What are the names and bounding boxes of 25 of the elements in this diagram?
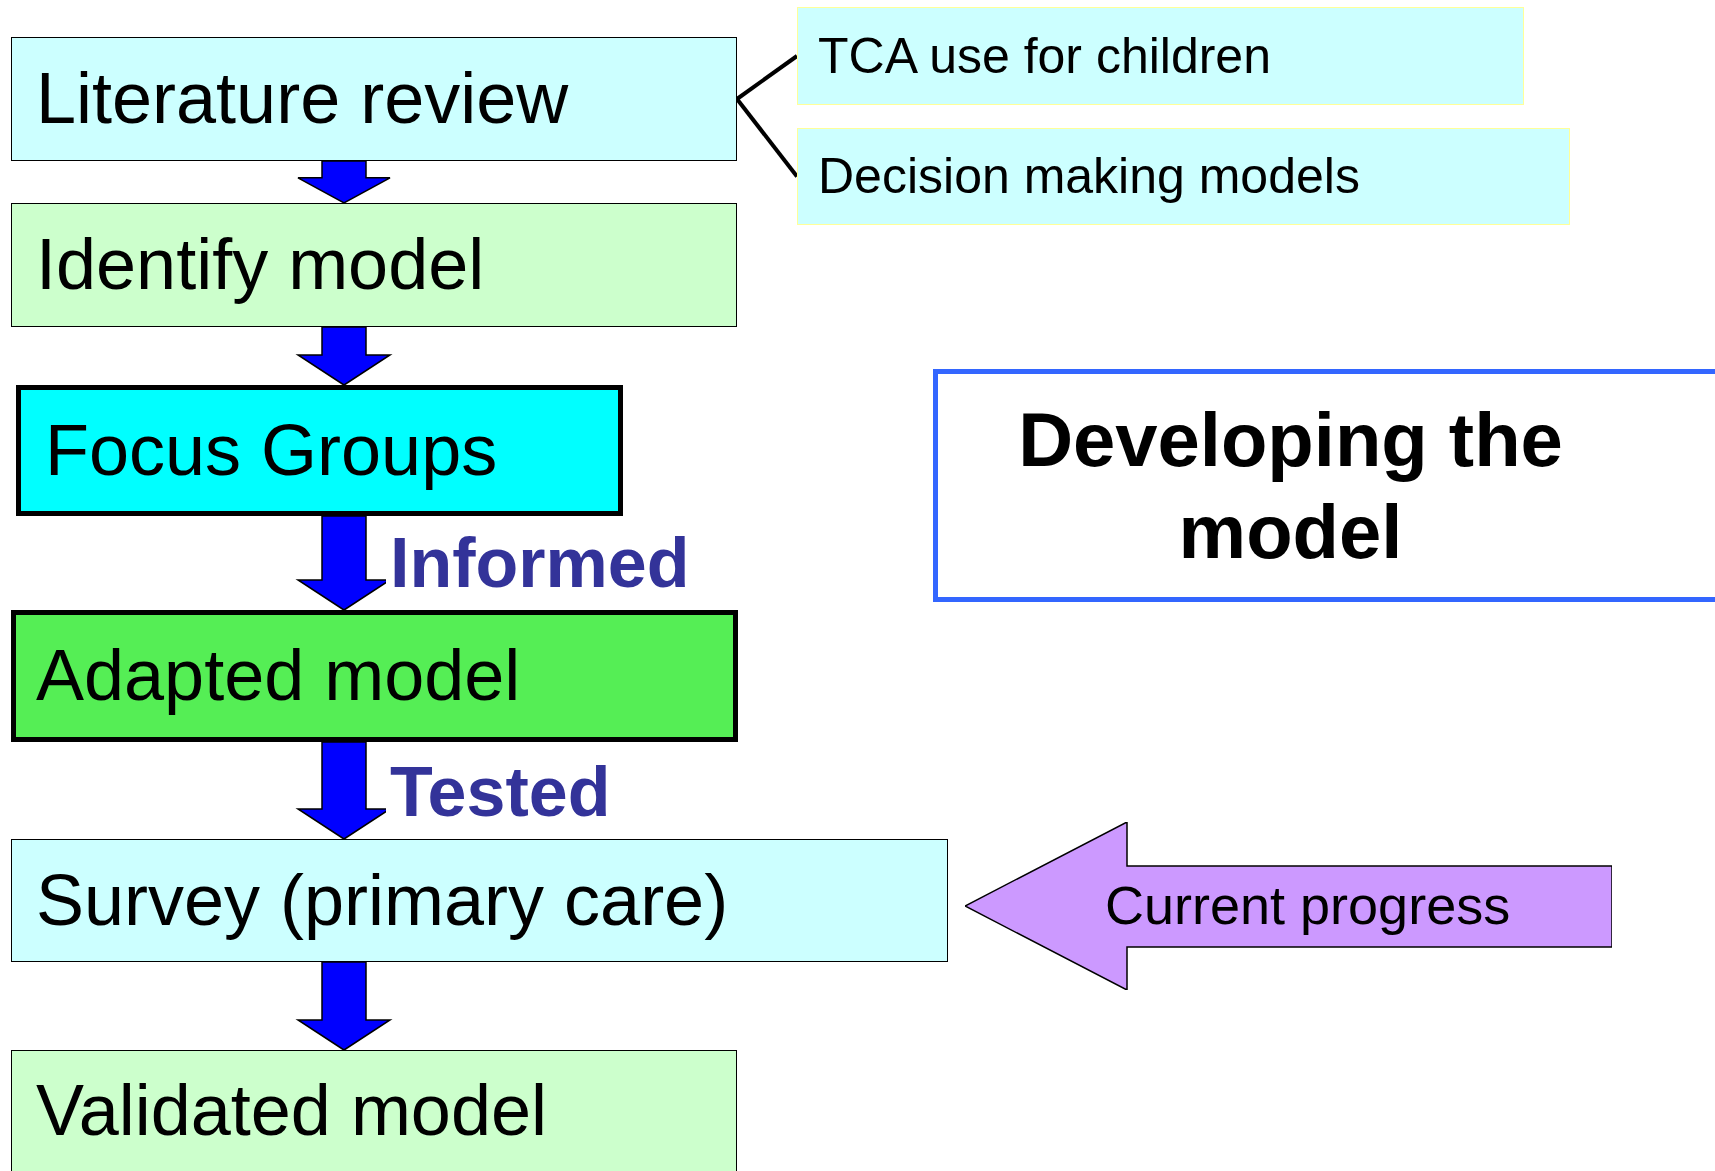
process-box [16, 385, 623, 516]
node-text: Developing the model [1017, 396, 1564, 576]
process-box [11, 1050, 737, 1171]
node-text: Current progress [1104, 876, 1512, 936]
node-text: Survey (primary care) [35, 860, 730, 941]
node-text: Decision making models [817, 149, 1361, 204]
process-box [11, 203, 737, 327]
process-box [11, 610, 738, 742]
block-arrow [295, 326, 393, 386]
node-text: Adapted model [35, 636, 522, 716]
block-arrow [965, 822, 1612, 990]
topic-box [797, 128, 1570, 225]
node-text: Literature review [35, 59, 570, 139]
block-arrow [295, 961, 393, 1051]
bracket-line [735, 54, 799, 101]
process-box [11, 37, 737, 161]
block-arrow [297, 160, 391, 204]
node-text: Validated model [35, 1071, 548, 1151]
node-text: Identify model [35, 225, 486, 305]
bracket-line [735, 97, 799, 178]
title-box [933, 369, 1715, 602]
topic-box [797, 7, 1524, 105]
process-box [11, 839, 948, 962]
node-text: TCA use for children [817, 28, 1272, 84]
node-text: Focus Groups [44, 410, 499, 491]
